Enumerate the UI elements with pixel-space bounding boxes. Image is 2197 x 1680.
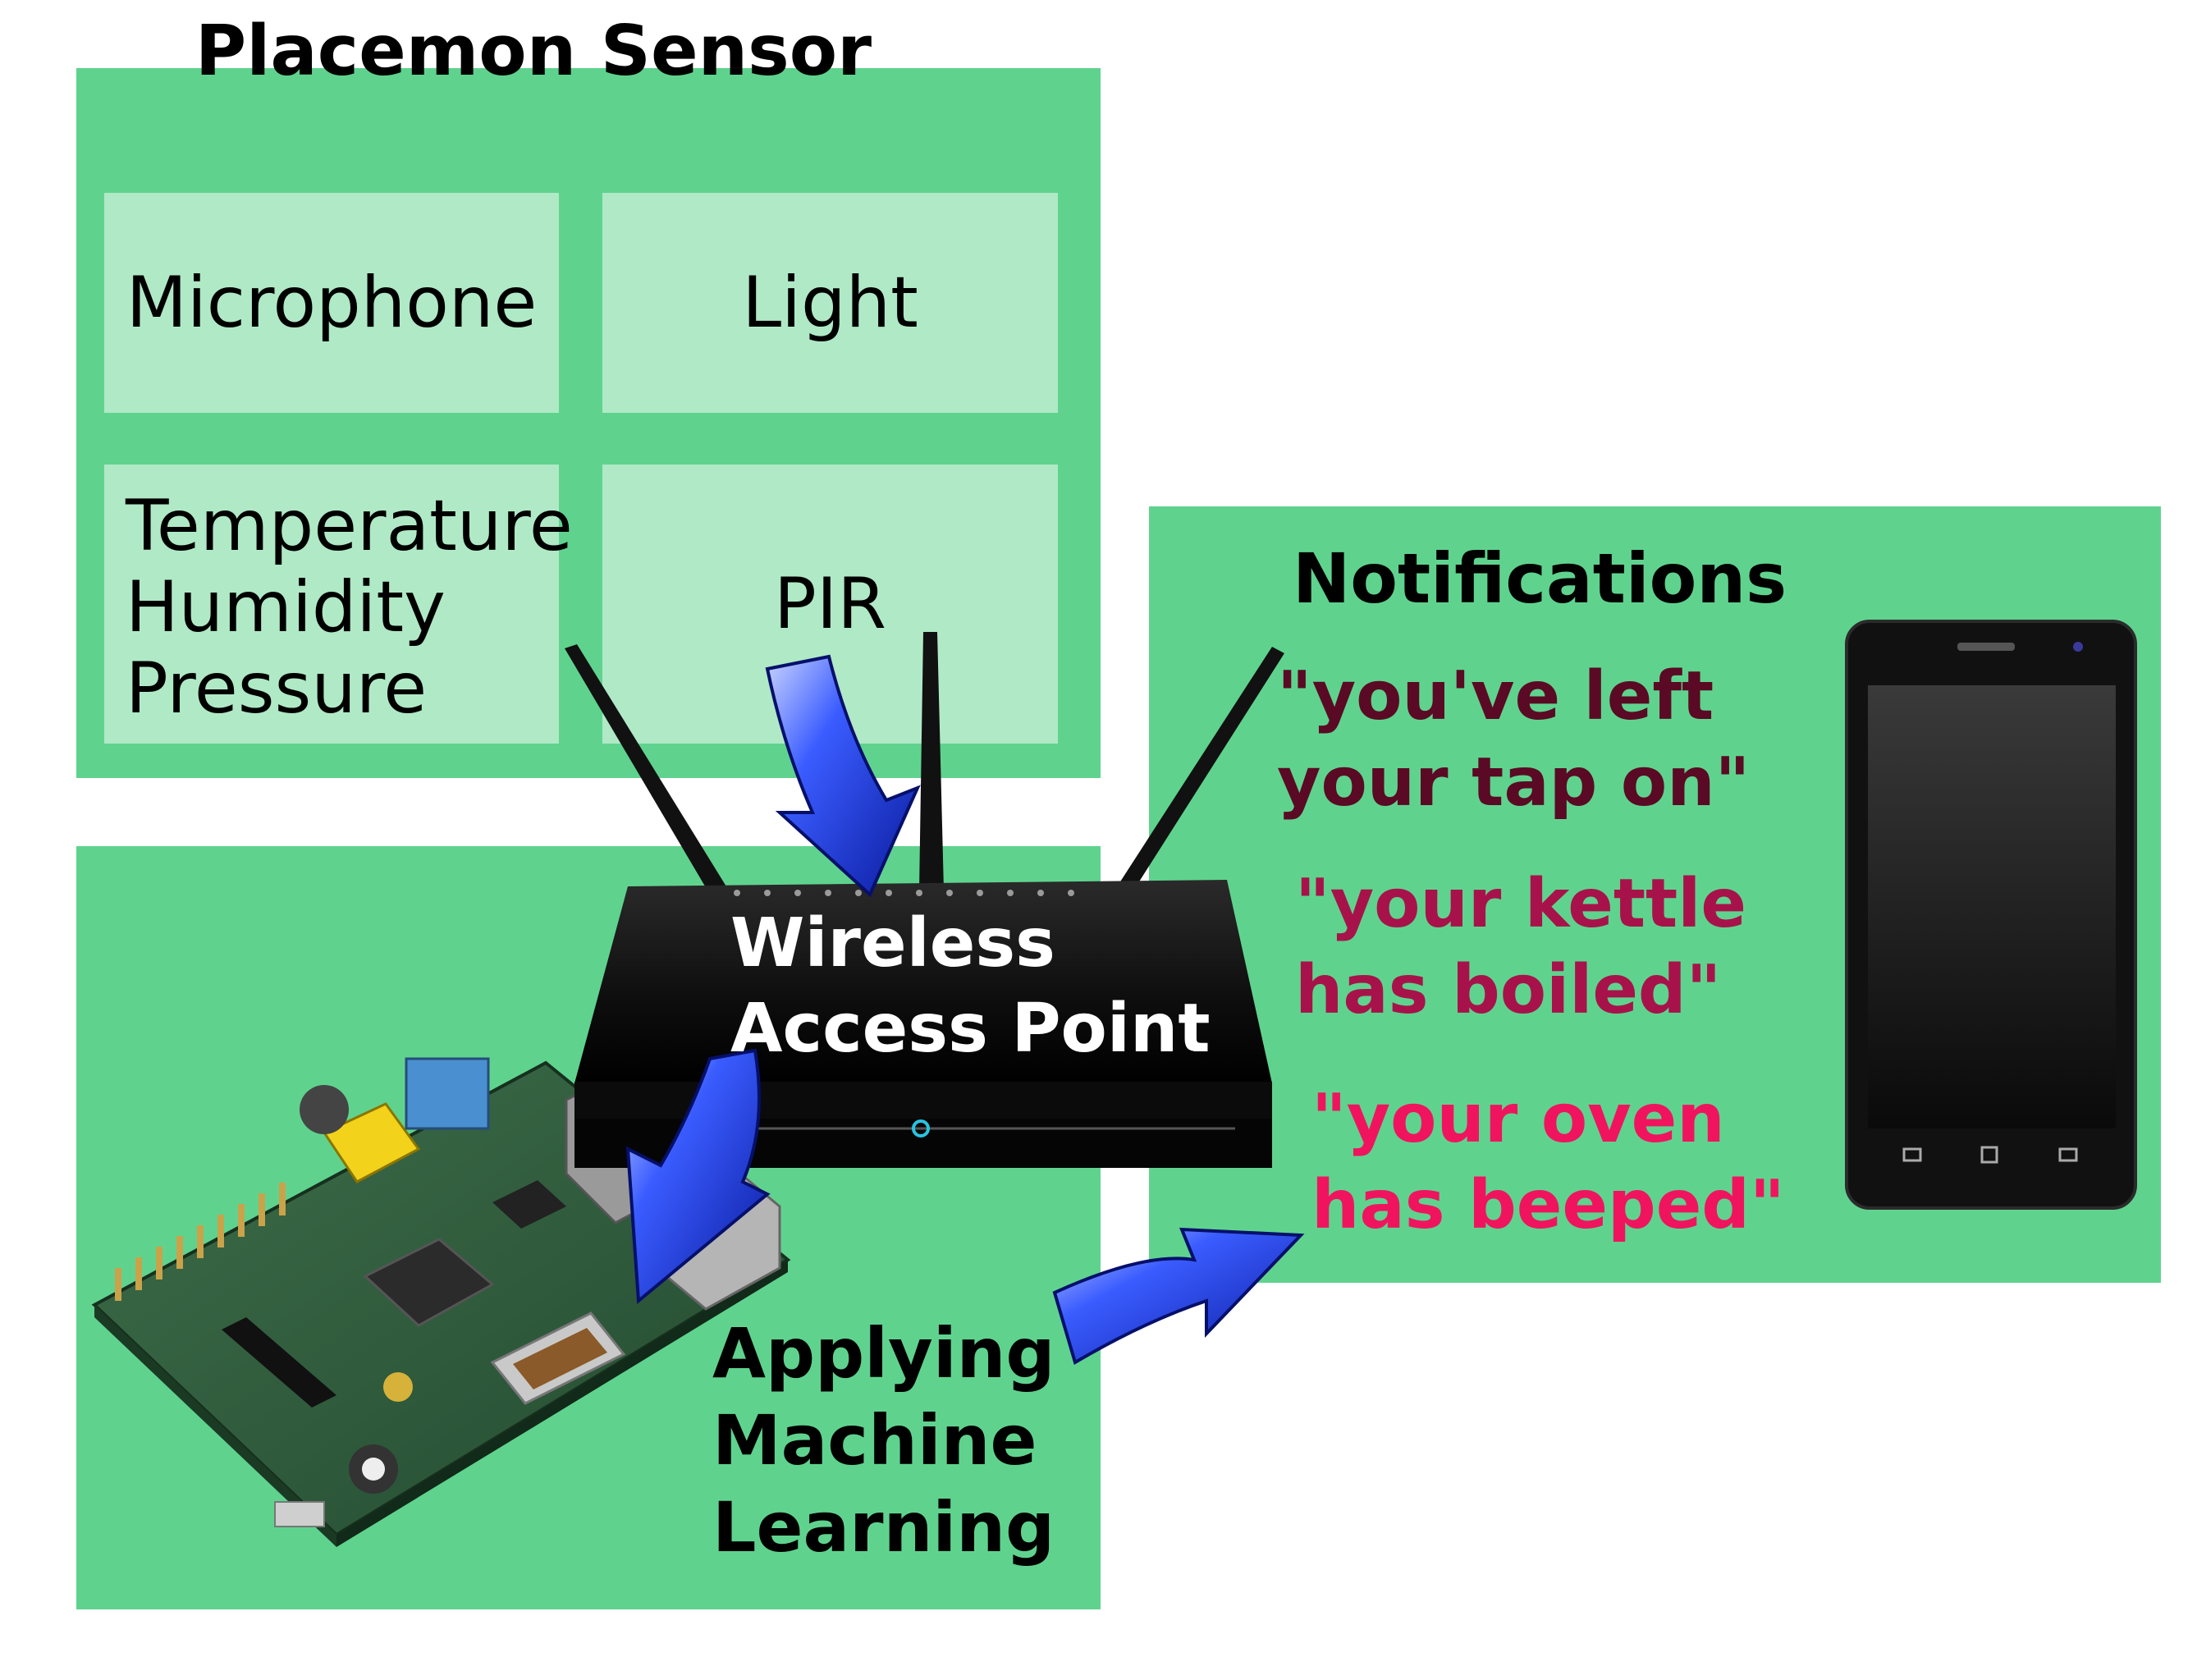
message-line: "your kettle — [1295, 865, 1746, 943]
light-tile: Light — [602, 193, 1058, 413]
arrow-icon — [625, 1048, 771, 1305]
router-label-line: Access Point — [730, 990, 1211, 1068]
ml-label-line: Machine — [712, 1400, 1037, 1481]
notification-message: "your oven has beeped" — [1311, 1076, 1785, 1248]
temperature-humidity-pressure-tile: Temperature Humidity Pressure — [104, 465, 573, 744]
notification-message: "you've left your tap on" — [1277, 653, 1750, 826]
microphone-tile: Microphone — [104, 193, 559, 413]
microphone-label: Microphone — [126, 262, 538, 344]
message-line: has beeped" — [1311, 1166, 1785, 1244]
message-line: "your oven — [1311, 1080, 1725, 1158]
wireless-router-icon — [565, 632, 1284, 1168]
sensor-title: Placemon Sensor — [195, 11, 872, 92]
machine-learning-label: Applying Machine Learning — [712, 1310, 1055, 1571]
message-line: "you've left — [1277, 657, 1714, 735]
ml-label-line: Applying — [712, 1313, 1055, 1394]
wireless-access-point-label: Wireless Access Point — [730, 901, 1211, 1072]
smartphone-icon — [1845, 620, 2137, 1210]
router-label-line: Wireless — [730, 904, 1055, 982]
humidity-label: Humidity — [126, 566, 446, 648]
message-line: your tap on" — [1277, 744, 1751, 822]
notification-message: "your kettle has boiled" — [1295, 861, 1746, 1033]
arrow-icon — [1052, 1227, 1305, 1366]
arrow-icon — [765, 654, 921, 898]
notifications-title: Notifications — [1293, 538, 1787, 619]
pressure-label: Pressure — [126, 648, 428, 730]
message-line: has boiled" — [1295, 951, 1722, 1029]
temperature-label: Temperature — [126, 485, 573, 567]
pir-label: PIR — [774, 563, 886, 645]
ml-label-line: Learning — [712, 1487, 1055, 1568]
light-label: Light — [742, 262, 918, 344]
